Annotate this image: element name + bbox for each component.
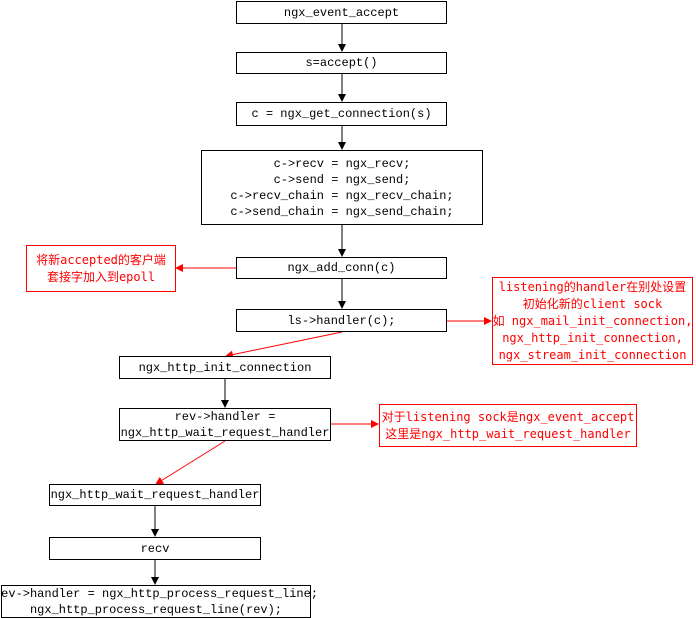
listening-handler-note: listening的handler在别处设置 初始化新的client sock …: [492, 277, 693, 365]
ngx-event-accept-box: ngx_event_accept: [236, 1, 447, 24]
s-accept-box: s=accept(): [236, 52, 447, 74]
listening-note-line-1: listening的handler在别处设置: [498, 279, 687, 294]
assign-line-send: c->send = ngx_send;: [273, 172, 411, 187]
rev-note-line-1: 对于listening sock是ngx_event_accept: [381, 409, 635, 424]
get-connection-text: c = ngx_get_connection(s): [251, 107, 432, 121]
process-line-1: rev->handler = ngx_http_process_request_…: [0, 586, 319, 601]
listening-note-line-3: 如 ngx_mail_init_connection,: [492, 313, 693, 328]
assign-line-recv-chain: c->recv_chain = ngx_recv_chain;: [230, 188, 454, 203]
recv-text: recv: [140, 541, 170, 556]
http-init-connection-box: ngx_http_init_connection: [119, 356, 331, 379]
ls-handler-box: ls->handler(c);: [236, 309, 447, 332]
rev-handler-line-1: rev->handler =: [174, 409, 276, 424]
ls-handler-text: ls->handler(c);: [287, 313, 396, 328]
assign-line-send-chain: c->send_chain = ngx_send_chain;: [230, 204, 454, 219]
recv-box: recv: [49, 537, 261, 560]
wait-request-handler-text: ngx_http_wait_request_handler: [50, 488, 260, 502]
connection-assign-box: c->recv = ngx_recv; c->send = ngx_send; …: [201, 150, 483, 225]
process-line-2: ngx_http_process_request_line(rev);: [29, 602, 283, 617]
wait-request-handler-box: ngx_http_wait_request_handler: [49, 484, 261, 506]
epoll-note-line-2: 套接字加入到epoll: [46, 269, 156, 284]
s-accept-text: s=accept(): [305, 56, 378, 70]
ngx-event-accept-text: ngx_event_accept: [283, 5, 400, 20]
listening-note-line-5: ngx_stream_init_connection: [498, 347, 687, 362]
arrow-ls-handler-to-http-init: [225, 331, 343, 359]
rev-handler-note: 对于listening sock是ngx_event_accept 这里是ngx…: [379, 404, 637, 447]
assign-line-recv: c->recv = ngx_recv;: [273, 156, 411, 171]
rev-handler-box: rev->handler = ngx_http_wait_request_han…: [119, 408, 331, 441]
arrow-rev-handler-to-wait-req: [155, 440, 226, 485]
http-init-connection-text: ngx_http_init_connection: [138, 360, 312, 375]
get-connection-box: c = ngx_get_connection(s): [236, 102, 447, 126]
rev-note-line-2: 这里是ngx_http_wait_request_handler: [385, 426, 631, 441]
process-request-line-box: rev->handler = ngx_http_process_request_…: [0, 585, 318, 618]
epoll-note-line-1: 将新accepted的客户端: [36, 252, 166, 267]
add-conn-box: ngx_add_conn(c): [236, 257, 447, 279]
listening-note-line-4: ngx_http_init_connection,: [502, 330, 683, 345]
epoll-note: 将新accepted的客户端 套接字加入到epoll: [26, 245, 176, 292]
listening-note-line-2: 初始化新的client sock: [522, 296, 663, 311]
add-conn-text: ngx_add_conn(c): [287, 261, 396, 275]
rev-handler-line-2: ngx_http_wait_request_handler: [120, 425, 330, 440]
